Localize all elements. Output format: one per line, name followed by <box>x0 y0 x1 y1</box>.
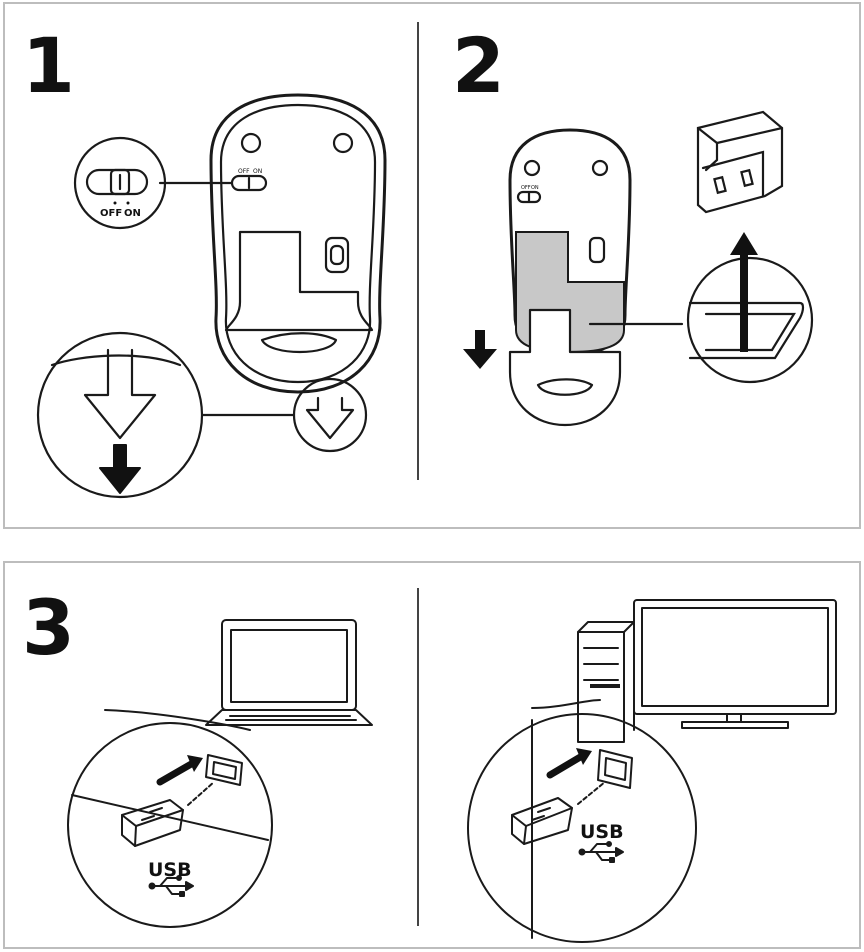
usb-symbol-icon <box>578 841 624 863</box>
step-3-laptop-illustration: USB <box>67 619 373 928</box>
step-1-illustration: OFF ON OFF ON <box>36 93 387 499</box>
desktop-port-zoom-callout <box>467 713 697 943</box>
mouse-sensor <box>588 236 606 264</box>
mouse-switch-off-label: OFF <box>238 168 250 175</box>
laptop-port-zoom-callout <box>67 722 273 928</box>
cover-arrow-callout <box>292 377 368 453</box>
mouse-switch-on-label: ON <box>531 185 539 191</box>
usb-port <box>205 754 243 786</box>
pull-down-arrow-icon <box>463 330 497 369</box>
usb-receiver <box>511 797 573 845</box>
usb-label-right: USB <box>580 821 624 843</box>
usb-label-left: USB <box>148 859 192 881</box>
bottom-instruction-panel <box>3 561 861 949</box>
switch-zoom-callout <box>73 136 167 230</box>
mouse-underside-outline <box>209 93 387 394</box>
usb-receiver <box>121 799 184 847</box>
step-3-number: 3 <box>22 583 75 672</box>
switch-off-label: OFF <box>100 208 122 219</box>
insert-up-arrow-icon <box>730 232 758 255</box>
top-panel-divider <box>417 22 419 480</box>
usb-port <box>597 749 633 789</box>
battery-cover-removed <box>508 308 622 427</box>
battery-cover <box>224 230 374 332</box>
laptop-base <box>205 709 373 726</box>
mouse-foot <box>591 159 609 177</box>
cover-release-zoom-callout <box>36 331 204 499</box>
insert-arrow-icon <box>576 748 592 765</box>
step-1-number: 1 <box>22 21 75 110</box>
mouse-switch-on-label: ON <box>253 168 262 175</box>
desktop-tower <box>577 631 625 743</box>
laptop-screen <box>221 619 357 711</box>
mouse-sensor <box>324 236 350 274</box>
pull-down-arrow-icon <box>99 444 141 494</box>
mouse-foot <box>240 132 262 154</box>
bottom-panel-divider <box>417 588 419 926</box>
insert-arrow-icon <box>187 755 203 772</box>
usb-receiver <box>696 110 784 214</box>
mouse-foot <box>523 159 541 177</box>
usb-symbol-icon <box>148 875 194 897</box>
top-instruction-panel <box>3 2 861 529</box>
step-2-number: 2 <box>452 21 505 110</box>
mouse-foot <box>332 132 354 154</box>
monitor <box>633 599 837 715</box>
mouse-switch-off-label: OFF <box>521 185 531 191</box>
receiver-slot-zoom-callout <box>686 256 814 384</box>
step-2-illustration: OFF ON <box>463 110 814 427</box>
switch-on-label: ON <box>124 208 141 219</box>
step-3-desktop-illustration: USB <box>467 599 837 943</box>
